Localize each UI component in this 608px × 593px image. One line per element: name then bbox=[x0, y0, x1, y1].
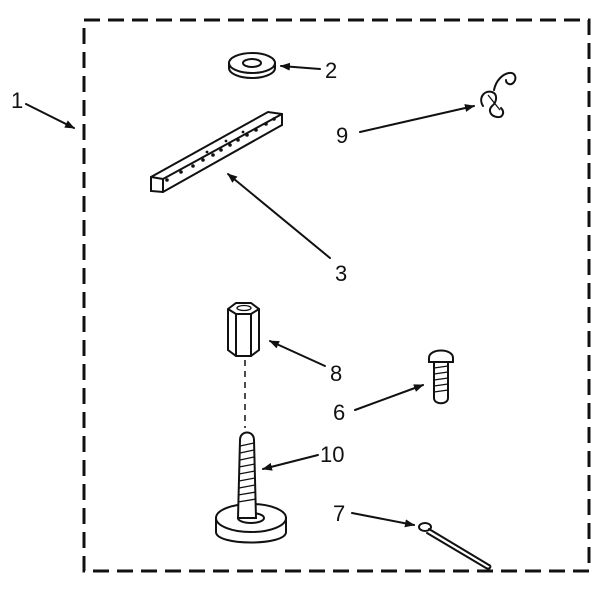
screw-part bbox=[428, 349, 454, 405]
screw-threads bbox=[433, 365, 449, 393]
callout-8: 8 bbox=[269, 340, 342, 386]
callout-2: 2 bbox=[280, 58, 337, 83]
part-label-3: 3 bbox=[335, 261, 347, 286]
strap-holes bbox=[165, 117, 276, 182]
part-label-8: 8 bbox=[330, 361, 342, 386]
wire-clip-part bbox=[480, 71, 517, 119]
callout-6: 6 bbox=[333, 384, 424, 425]
kit-boundary bbox=[82, 18, 591, 573]
part-label-9: 9 bbox=[336, 123, 348, 148]
hex-nut-part bbox=[227, 302, 260, 357]
part-label-7: 7 bbox=[333, 501, 345, 526]
part-label-10: 10 bbox=[320, 442, 344, 467]
callout-3: 3 bbox=[227, 173, 347, 286]
callout-7: 7 bbox=[333, 501, 415, 528]
part-label-6: 6 bbox=[333, 400, 345, 425]
callout-9: 9 bbox=[336, 104, 475, 148]
leg-threads bbox=[237, 442, 257, 503]
bracket-strap-part bbox=[150, 110, 283, 194]
kit-callout: 1 bbox=[11, 88, 75, 129]
kit-label: 1 bbox=[11, 88, 23, 113]
leveling-leg-part bbox=[215, 431, 287, 544]
callout-10: 10 bbox=[262, 442, 344, 471]
cotter-pin-part bbox=[418, 522, 492, 570]
part-label-2: 2 bbox=[325, 58, 337, 83]
washer-part bbox=[228, 52, 276, 79]
